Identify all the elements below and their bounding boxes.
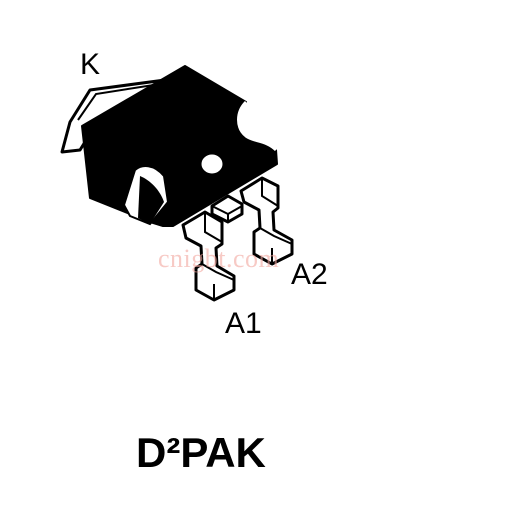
body-notch bbox=[237, 100, 278, 152]
pin-label-a2: A2 bbox=[291, 258, 328, 291]
orientation-dot bbox=[198, 151, 226, 177]
lead-a1 bbox=[181, 210, 236, 302]
mold-mark-shadow bbox=[138, 176, 164, 224]
pin-label-k: K bbox=[80, 48, 101, 81]
lead-a2 bbox=[239, 176, 294, 266]
center-stub-lead bbox=[210, 194, 244, 224]
package-title: D²PAK bbox=[136, 429, 266, 476]
package-body bbox=[81, 65, 278, 227]
pin-label-a1: A1 bbox=[225, 307, 262, 340]
watermark-text: cnigbt.com bbox=[158, 244, 280, 273]
